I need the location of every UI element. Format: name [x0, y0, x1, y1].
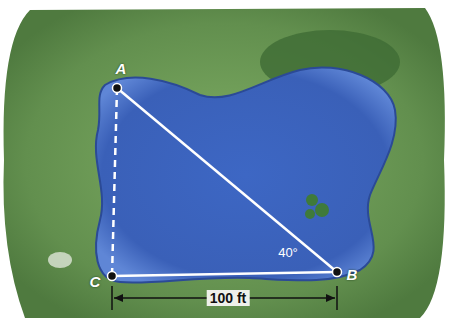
- vertex-dots: [108, 84, 342, 281]
- dimension-label: 100 ft: [207, 290, 250, 306]
- side-cb: [112, 272, 337, 276]
- vertex-label: C: [90, 273, 101, 290]
- grass-ground: [3, 8, 444, 318]
- dashed-side-ac: [112, 88, 117, 276]
- vertex-label: A: [116, 60, 127, 77]
- vertex-label: B: [347, 266, 358, 283]
- hypotenuse-ab: [117, 88, 337, 272]
- water-plants: [305, 194, 329, 219]
- angle-label: 40°: [278, 245, 298, 260]
- dimension-line: [112, 286, 337, 310]
- pond: [96, 67, 396, 282]
